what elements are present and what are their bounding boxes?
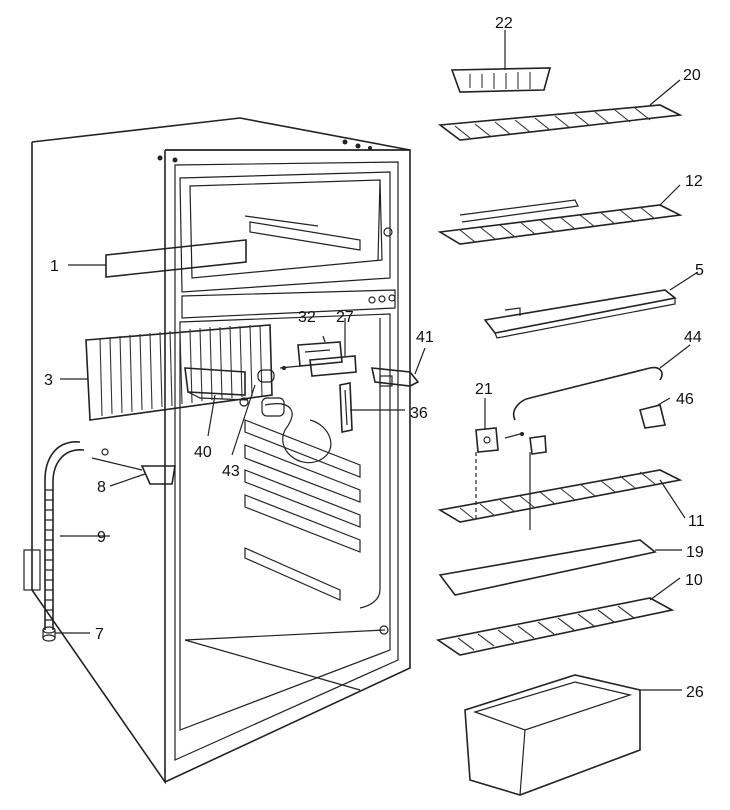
capillary-tube — [261, 397, 332, 464]
fridge-cabinet — [31, 117, 411, 785]
label-part-27: 27 — [336, 309, 354, 326]
part-10-wire-shelf[interactable] — [435, 597, 675, 656]
part-26-crisper-drawer[interactable] — [464, 674, 641, 796]
part-44-shelf-rod[interactable] — [512, 366, 663, 421]
part-3-condenser[interactable] — [85, 324, 273, 421]
part-36-hinge[interactable] — [339, 382, 353, 433]
label-part-3: 3 — [44, 372, 53, 389]
part-46-clip[interactable] — [639, 404, 666, 429]
label-part-19: 19 — [686, 544, 704, 561]
part-8-drain-funnel[interactable] — [91, 448, 176, 485]
freezer-compartment — [179, 171, 393, 293]
part-9-drain-hose[interactable] — [23, 441, 85, 630]
shelf-supports — [244, 419, 361, 601]
label-part-12: 12 — [685, 173, 703, 190]
part-27-thermostat-housing[interactable] — [279, 355, 357, 377]
label-part-44: 44 — [684, 329, 702, 346]
label-part-32: 32 — [298, 309, 316, 326]
label-part-20: 20 — [683, 67, 701, 84]
part-12-wire-shelf[interactable] — [437, 199, 683, 245]
part-11-wire-shelf[interactable] — [437, 452, 683, 530]
label-part-7: 7 — [95, 626, 104, 643]
label-part-22: 22 — [495, 15, 513, 32]
shelf-support-clip[interactable] — [529, 435, 547, 455]
label-part-10: 10 — [685, 572, 703, 589]
label-part-40: 40 — [194, 444, 212, 461]
part-labels: 1 3 5 7 8 9 10 11 12 19 20 21 22 26 27 3… — [44, 15, 705, 701]
label-part-1: 1 — [50, 258, 59, 275]
label-part-26: 26 — [686, 684, 704, 701]
part-5-drip-tray[interactable] — [483, 289, 677, 339]
label-part-5: 5 — [695, 262, 704, 279]
label-part-36: 36 — [410, 405, 428, 422]
leader-lines — [55, 30, 699, 691]
label-part-11: 11 — [688, 513, 705, 530]
part-41-switch[interactable] — [370, 367, 420, 387]
part-32-thermostat[interactable] — [297, 341, 343, 367]
part-43-bulb[interactable] — [239, 369, 275, 407]
part-19-glass-shelf[interactable] — [438, 539, 657, 596]
part-1-trim-strip[interactable] — [105, 239, 247, 278]
label-part-43: 43 — [222, 463, 240, 480]
part-40-lamp-cover[interactable] — [184, 367, 249, 401]
label-part-8: 8 — [97, 479, 106, 496]
label-part-21: 21 — [475, 381, 493, 398]
part-21-bracket[interactable] — [475, 427, 524, 520]
label-part-46: 46 — [676, 391, 694, 408]
label-part-41: 41 — [416, 329, 434, 346]
part-22-ice-tray[interactable] — [450, 67, 552, 93]
part-20-wire-shelf[interactable] — [437, 104, 683, 141]
label-part-9: 9 — [97, 529, 106, 546]
part-7-cap[interactable] — [42, 626, 56, 642]
